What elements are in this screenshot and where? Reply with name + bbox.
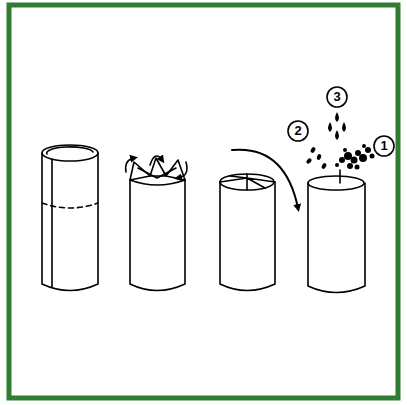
folded-roll bbox=[220, 150, 298, 291]
callout-number: 2 bbox=[289, 122, 307, 140]
folding-roll bbox=[126, 156, 187, 291]
frame-border bbox=[9, 5, 398, 398]
callout-number: 3 bbox=[328, 88, 346, 106]
callout-circle bbox=[288, 87, 394, 156]
water-drops bbox=[328, 112, 346, 140]
paper-roll bbox=[42, 145, 98, 291]
seeds bbox=[306, 146, 328, 169]
filled-pot bbox=[308, 170, 365, 293]
callout-number: 1 bbox=[375, 137, 393, 155]
soil bbox=[335, 144, 375, 170]
